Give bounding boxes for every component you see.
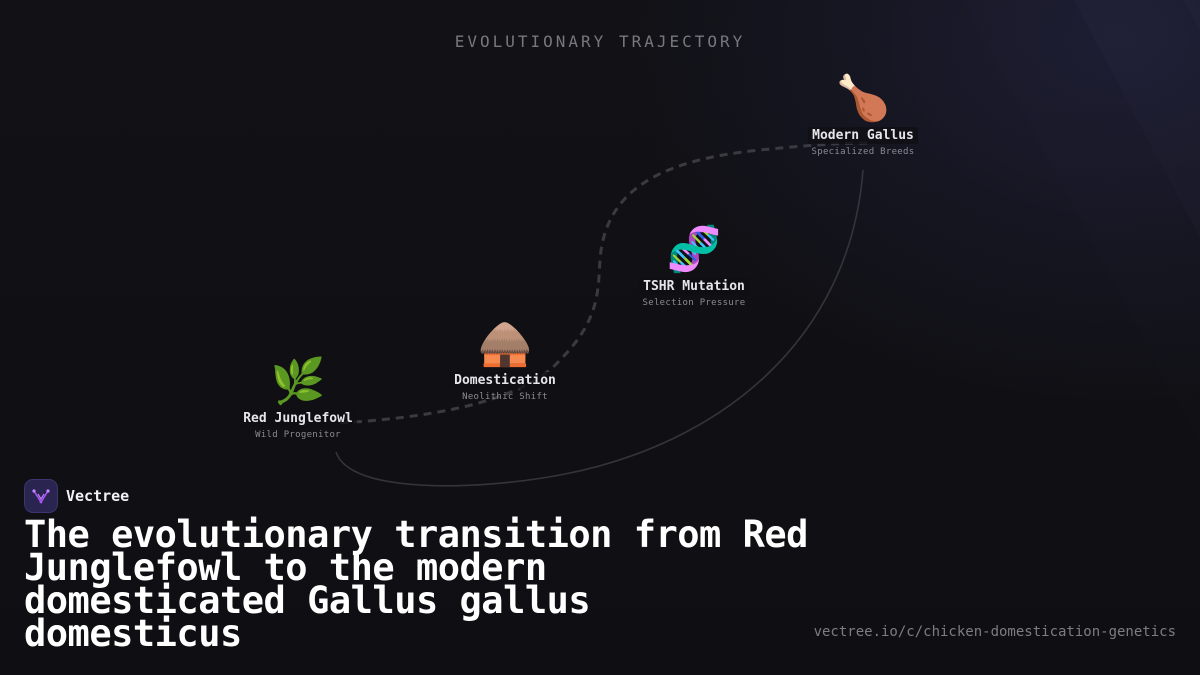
dna-icon: 🧬 [666, 224, 722, 275]
page-url[interactable]: vectree.io/c/chicken-domestication-genet… [813, 624, 1176, 640]
node-domestication: 🛖 Domestication Neolithic Shift [415, 320, 595, 402]
node-sublabel: Neolithic Shift [462, 392, 548, 402]
node-label: Domestication [450, 372, 560, 389]
poultry-leg-icon: 🍗 [835, 73, 891, 124]
diagram-title: EVOLUTIONARY TRAJECTORY [454, 32, 746, 51]
headline: The evolutionary transition from Red Jun… [24, 513, 808, 655]
vectree-logo-icon [24, 479, 58, 513]
node-label: Modern Gallus [808, 127, 918, 144]
node-modern-gallus: 🍗 Modern Gallus Specialized Breeds [773, 75, 953, 157]
trajectory-dashed-path [339, 141, 871, 425]
node-label: Red Junglefowl [239, 410, 357, 427]
hut-icon: 🛖 [477, 318, 533, 369]
trajectory-solid-path [335, 169, 864, 487]
node-red-junglefowl: 🌿 Red Junglefowl Wild Progenitor [208, 358, 388, 440]
node-sublabel: Specialized Breeds [811, 147, 915, 157]
node-sublabel: Selection Pressure [642, 298, 746, 308]
brand[interactable]: Vectree [24, 479, 129, 513]
brand-name: Vectree [66, 487, 130, 505]
herb-icon: 🌿 [270, 356, 326, 407]
node-tshr-mutation: 🧬 TSHR Mutation Selection Pressure [604, 226, 784, 308]
node-sublabel: Wild Progenitor [255, 430, 341, 440]
node-label: TSHR Mutation [639, 278, 749, 295]
